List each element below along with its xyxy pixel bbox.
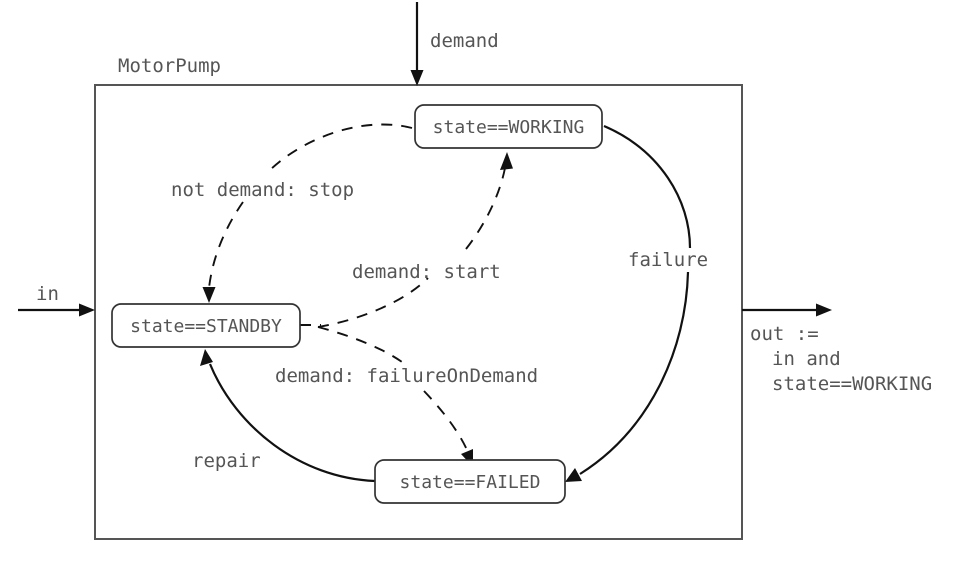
in-input-arrowhead [79, 303, 95, 317]
container-title: MotorPump [118, 55, 221, 77]
edge-failure-lower [579, 271, 690, 475]
motorpump-container [94, 84, 743, 540]
state-node-standby[interactable]: state==STANDBY [111, 303, 301, 348]
demand-input-label: demand [430, 30, 499, 52]
state-node-failed[interactable]: state==FAILED [374, 459, 566, 504]
edge-repair-label: repair [192, 450, 261, 472]
state-standby-label: state==STANDBY [130, 316, 282, 337]
demand-input-arrowhead [410, 70, 424, 86]
out-output-label-line1: out := [750, 323, 819, 345]
state-failed-label: state==FAILED [400, 472, 541, 493]
edge-failondemand-upper [317, 326, 403, 363]
out-output-label-line2: in and [772, 348, 841, 370]
state-node-working[interactable]: state==WORKING [414, 104, 603, 149]
edge-failure-label: failure [628, 249, 708, 271]
edge-start-upper [465, 167, 506, 250]
edge-repair-arrowhead [200, 349, 213, 366]
edge-stop-upper [267, 123, 413, 173]
edge-repair-path [208, 363, 376, 483]
out-output-arrowhead [816, 303, 832, 317]
state-failed-box[interactable] [374, 459, 566, 504]
edge-start-label: demand: start [352, 261, 501, 283]
edge-failure-arrowhead [565, 468, 582, 482]
edge-failondemand-label: demand: failureOnDemand [275, 365, 538, 387]
edge-start-lower [317, 277, 429, 328]
state-working-label: state==WORKING [433, 117, 585, 138]
state-working-box[interactable] [414, 104, 603, 149]
state-standby-box[interactable] [111, 303, 301, 348]
in-input-label: in [36, 283, 59, 305]
edge-stop-lower [208, 201, 244, 289]
out-output-label-line3: state==WORKING [772, 373, 932, 395]
edge-failondemand-lower [423, 390, 469, 453]
edge-stop-arrowhead [202, 287, 216, 303]
edge-stop-label: not demand: stop [171, 179, 354, 201]
edge-failure-upper [603, 124, 692, 249]
edge-start-arrowhead [500, 152, 513, 170]
